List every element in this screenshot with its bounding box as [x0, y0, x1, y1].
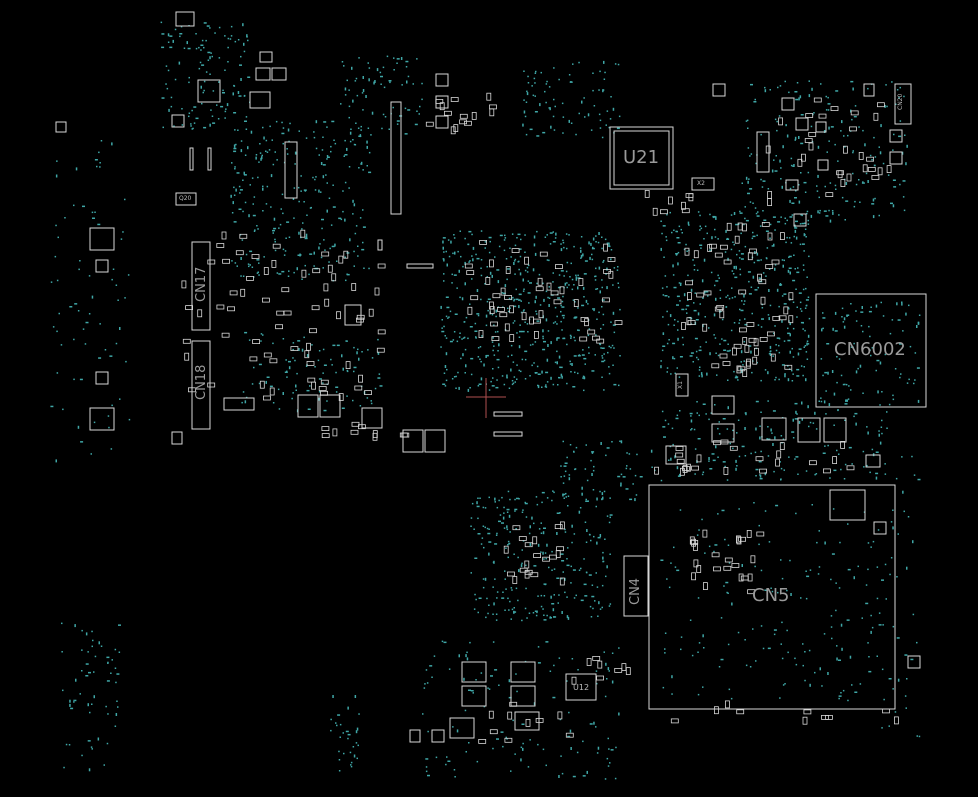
ic-b-c-outline	[510, 661, 536, 683]
sq-d	[712, 83, 726, 97]
chip-cn5-corner-outline	[829, 489, 866, 521]
cn6002-outline[interactable]	[815, 293, 927, 408]
cn4-label: CN4	[628, 577, 643, 605]
sq-s	[865, 454, 881, 468]
ic-mid-b-outline	[319, 394, 341, 418]
sq-h	[171, 431, 183, 445]
ic-r-a-outline	[711, 395, 735, 415]
ic-r-f-outline	[665, 445, 687, 465]
sq-u	[907, 655, 921, 669]
sq-q	[889, 129, 903, 143]
sq-n	[817, 159, 829, 171]
connector-c-outline	[390, 101, 402, 215]
cn5-label: CN5	[752, 585, 790, 606]
strip-a	[189, 147, 194, 171]
ic-b-d-outline	[510, 685, 536, 707]
ic-left-b-outline	[89, 407, 115, 431]
x1-outline[interactable]	[675, 373, 689, 397]
ic-left-a-outline	[89, 227, 115, 251]
cn17-outline[interactable]	[191, 241, 211, 331]
sq-w	[409, 729, 421, 743]
sq-v	[431, 729, 445, 743]
ic-mid-d-outline	[402, 429, 424, 453]
ic-b-e-outline	[449, 717, 475, 739]
ic-top-d-outline	[271, 67, 287, 81]
ic-r-e-outline	[823, 417, 847, 443]
u12-outline[interactable]	[565, 673, 597, 701]
cn5-outline[interactable]	[648, 484, 896, 710]
sq-p	[863, 83, 875, 97]
sq-i	[171, 114, 185, 128]
ic-top-left-outline	[197, 79, 221, 103]
ic-r-b-outline	[711, 423, 735, 443]
ic-b-b-outline	[461, 685, 487, 707]
strip-c	[406, 263, 434, 269]
ic-r-d-outline	[797, 417, 821, 443]
ic-top-a-outline	[175, 11, 195, 27]
sq-o	[793, 213, 807, 227]
ic-r-c-outline	[761, 417, 787, 441]
sq-g	[95, 371, 109, 385]
cn20-outline[interactable]	[894, 83, 912, 125]
component-outlines	[55, 11, 927, 744]
ic-mid-c-outline	[361, 407, 383, 429]
sq-b	[435, 115, 449, 129]
strip-d	[493, 411, 523, 417]
ic-mid-e-outline	[424, 429, 446, 453]
u21-outline[interactable]	[609, 126, 674, 190]
cn4-outline[interactable]	[623, 555, 649, 617]
x2-label: X2	[697, 180, 705, 187]
sq-f	[95, 259, 109, 273]
cn18-outline[interactable]	[191, 340, 211, 430]
strip-f	[377, 239, 383, 251]
ic-top-b-outline	[249, 91, 271, 109]
pad-field	[50, 21, 921, 780]
ic-b-a-outline	[461, 661, 487, 683]
sq-a	[435, 95, 449, 109]
connector-e-outline	[756, 131, 770, 173]
u21-body	[613, 130, 670, 186]
cursor-crosshair	[466, 378, 506, 418]
ic-mid-a-outline	[297, 394, 319, 418]
sq-c	[435, 73, 449, 87]
cn20-label: CN20	[897, 93, 904, 110]
x1-label: X1	[677, 381, 684, 389]
q20-label: Q20	[179, 195, 192, 202]
sq-r	[889, 151, 903, 165]
u12-label: U12	[573, 683, 590, 692]
sq-t	[873, 521, 887, 535]
sq-e	[259, 51, 273, 63]
sq-l	[815, 121, 827, 133]
sq-k	[795, 117, 809, 131]
x2-outline[interactable]	[691, 177, 715, 191]
connector-d-outline	[284, 141, 298, 199]
strip-e	[493, 431, 523, 437]
sq-x	[55, 121, 67, 133]
ic-top-c-outline	[255, 67, 271, 81]
ic-mid-g-outline	[223, 397, 255, 411]
cn17-label: CN17	[194, 266, 209, 302]
q20-outline[interactable]	[175, 192, 197, 206]
ic-b-f-outline	[514, 711, 540, 731]
sq-j	[781, 97, 795, 111]
cn6002-label: CN6002	[834, 339, 906, 360]
strip-b	[207, 147, 212, 171]
cn18-label: CN18	[194, 364, 209, 400]
u21-label: U21	[623, 147, 660, 168]
sq-m	[785, 179, 799, 191]
